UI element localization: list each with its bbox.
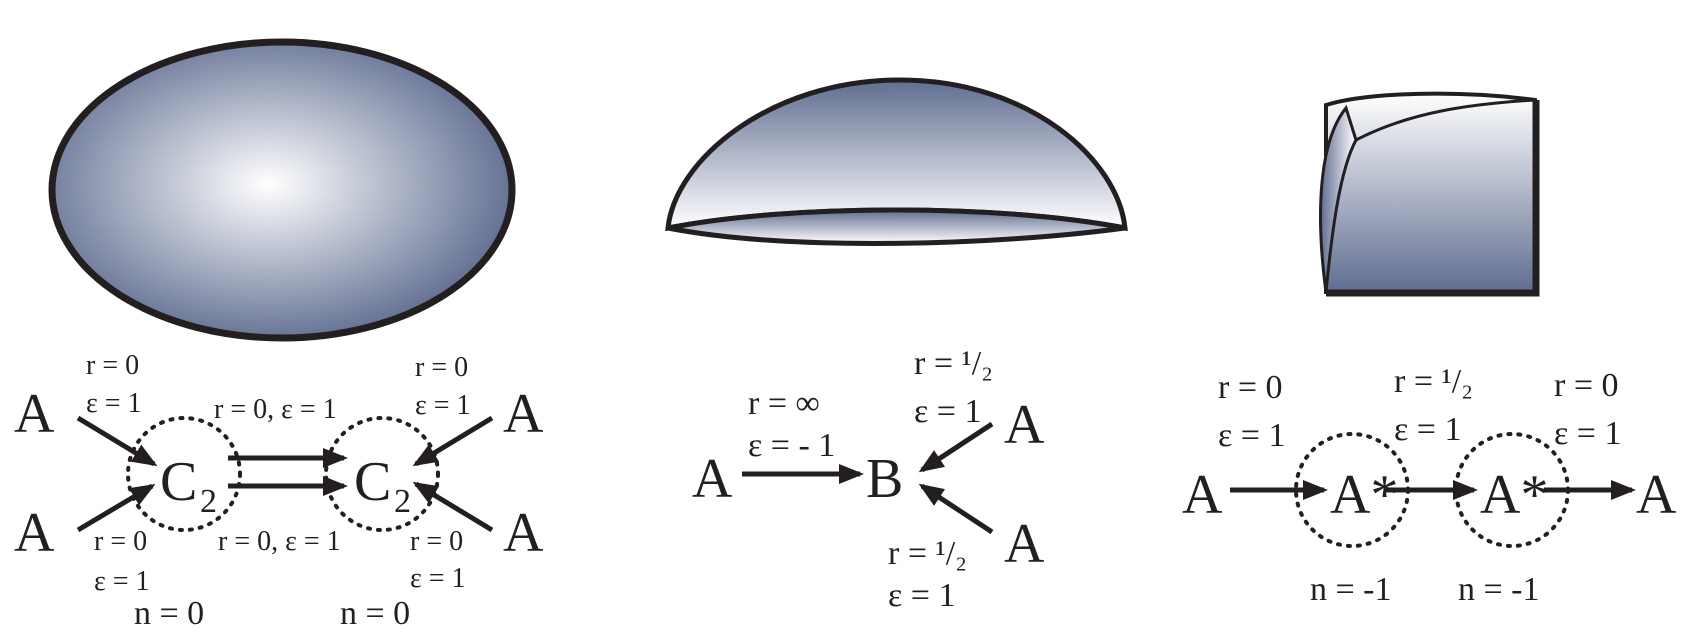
label-3-epsilon: ε = 1 bbox=[1554, 415, 1621, 452]
panel-right: A A* A* A r = 0 ε = 1 r = ¹/₂ ε = 1 r = … bbox=[1182, 363, 1677, 608]
label-1-epsilon: ε = 1 bbox=[1218, 417, 1285, 454]
complex-right-subscript: 2 bbox=[394, 483, 411, 520]
label-top-right-epsilon: ε = 1 bbox=[415, 390, 471, 421]
complex-left-subscript: 2 bbox=[200, 483, 217, 520]
label-bottom-right-epsilon: ε = 1 bbox=[410, 563, 466, 594]
label-top-r: r = ¹/₂ bbox=[914, 345, 993, 382]
label-forward-rate: r = 0, ε = 1 bbox=[214, 394, 337, 425]
label-top-epsilon: ε = 1 bbox=[914, 393, 981, 430]
molecule-a-bottom-left: A bbox=[14, 502, 55, 564]
label-bottom-left-epsilon: ε = 1 bbox=[94, 566, 150, 597]
molecule-a-bottom-right: A bbox=[503, 502, 544, 564]
complex-1-label: A* bbox=[1330, 464, 1398, 526]
label-top-left-r: r = 0 bbox=[86, 350, 139, 381]
molecule-b: B bbox=[866, 448, 903, 510]
complex-left-circle bbox=[126, 416, 242, 532]
label-3-r: r = 0 bbox=[1554, 367, 1619, 404]
molecule-a-end: A bbox=[1636, 464, 1677, 526]
complex-left-label: C bbox=[160, 451, 197, 513]
shape-quarter-block bbox=[1319, 91, 1540, 297]
molecule-a-start: A bbox=[1182, 464, 1223, 526]
label-top-left-epsilon: ε = 1 bbox=[86, 388, 142, 419]
arrow-top-left bbox=[76, 415, 158, 467]
panel-middle: A B A A r = ∞ ε = - 1 r = ¹/₂ ε = 1 r = … bbox=[692, 345, 1045, 614]
arrow-bottom-right bbox=[412, 481, 494, 533]
label-bottom-r: r = ¹/₂ bbox=[888, 535, 967, 572]
molecule-a-left: A bbox=[692, 448, 733, 510]
label-bottom-right-r: r = 0 bbox=[410, 526, 463, 557]
label-bottom-epsilon: ε = 1 bbox=[888, 577, 955, 614]
molecule-a-top-left: A bbox=[14, 383, 55, 445]
molecule-a-top: A bbox=[1004, 394, 1045, 456]
arrow-top-a-to-b bbox=[918, 421, 994, 473]
label-2-r: r = ¹/₂ bbox=[1394, 363, 1473, 400]
shape-dome bbox=[665, 77, 1128, 246]
order-right: n = 0 bbox=[340, 595, 410, 632]
label-2-epsilon: ε = 1 bbox=[1394, 411, 1461, 448]
molecule-a-top-right: A bbox=[503, 383, 544, 445]
label-top-right-r: r = 0 bbox=[415, 352, 468, 383]
order-2: n = -1 bbox=[1458, 571, 1540, 608]
arrow-bottom-a-to-b bbox=[918, 483, 994, 535]
label-left-epsilon: ε = - 1 bbox=[748, 427, 835, 464]
shape-ellipse bbox=[48, 38, 516, 342]
complex-right-circle bbox=[324, 416, 440, 532]
complex-right-label: C bbox=[354, 451, 391, 513]
complex-2-label: A* bbox=[1480, 464, 1548, 526]
arrow-top-right bbox=[412, 415, 494, 467]
label-bottom-left-r: r = 0 bbox=[94, 526, 147, 557]
order-1: n = -1 bbox=[1310, 571, 1392, 608]
label-1-r: r = 0 bbox=[1218, 369, 1283, 406]
label-left-r: r = ∞ bbox=[748, 385, 820, 422]
order-left: n = 0 bbox=[134, 595, 204, 632]
molecule-a-bottom: A bbox=[1004, 513, 1045, 575]
panel-left: A A A A r = 0 ε = 1 r = 0 ε = 1 r = 0 ε … bbox=[14, 350, 544, 632]
arrow-bottom-left bbox=[76, 483, 156, 533]
label-backward-rate: r = 0, ε = 1 bbox=[218, 526, 341, 557]
